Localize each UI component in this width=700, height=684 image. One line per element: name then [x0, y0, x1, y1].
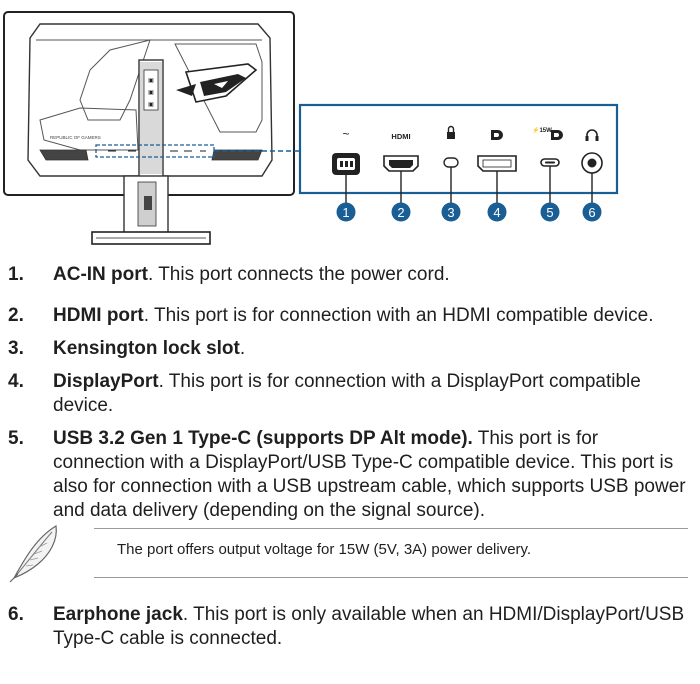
- brand-text: REPUBLIC OF GAMERS: [50, 135, 101, 140]
- svg-text:5: 5: [546, 205, 553, 220]
- hdmi-label: HDMI: [391, 132, 410, 141]
- callout-5: 5: [540, 202, 560, 222]
- kensington-slot: [443, 157, 459, 168]
- svg-text:2: 2: [397, 205, 404, 220]
- item-description: . This port is for connection with an HD…: [143, 305, 654, 326]
- headphone-icon: [585, 129, 599, 141]
- item-text: Earphone jack. This port is only availab…: [53, 603, 693, 651]
- callout-6: 6: [582, 202, 602, 222]
- usbc-power-label: ⚡15W: [532, 126, 552, 134]
- item-title: AC-IN port: [53, 264, 148, 285]
- callout-1: 1: [336, 202, 356, 222]
- item-description: . This port is only available when an HD…: [53, 604, 685, 649]
- callout-4: 4: [487, 202, 507, 222]
- ac-in-port: [332, 153, 360, 175]
- kensington-lock-icon: [447, 125, 455, 139]
- usbc-dp-icon: [551, 130, 563, 140]
- usbc-port: [540, 158, 560, 167]
- item-description: This port is for connection with a Displ…: [53, 428, 686, 521]
- item-number: 4.: [8, 371, 24, 392]
- svg-text:▣: ▣: [148, 102, 154, 108]
- item-description: . This port is for connection with a Dis…: [53, 371, 641, 416]
- svg-text:▣: ▣: [148, 90, 154, 96]
- item-number: 1.: [8, 264, 24, 285]
- displayport-port: [477, 155, 517, 172]
- note-box: The port offers output voltage for 15W (…: [0, 520, 700, 586]
- item-number: 3.: [8, 338, 24, 359]
- rog-logo: [176, 63, 258, 103]
- item-description: . This port connects the power cord.: [147, 264, 450, 285]
- item-text: USB 3.2 Gen 1 Type-C (supports DP Alt mo…: [53, 427, 693, 523]
- svg-text:▣: ▣: [148, 78, 154, 84]
- item-text: DisplayPort. This port is for connection…: [53, 370, 693, 418]
- earphone-jack: [581, 152, 603, 174]
- callout-3: 3: [441, 202, 461, 222]
- ac-symbol: ~: [342, 127, 349, 141]
- item-title: USB 3.2 Gen 1 Type-C (supports DP Alt mo…: [53, 428, 473, 449]
- item-description: .: [239, 338, 246, 359]
- svg-text:6: 6: [588, 205, 595, 220]
- feather-icon: [9, 525, 57, 583]
- item-number: 5.: [8, 428, 24, 449]
- item-title: Kensington lock slot: [53, 338, 240, 359]
- item-title: Earphone jack: [53, 604, 183, 625]
- item-number: 2.: [8, 305, 24, 326]
- monitor-rear-port-diagram: ▣ ▣ ▣ REPUBLIC OF GAMERS ~ HDMI ⚡15W: [3, 11, 619, 245]
- note-text: The port offers output voltage for 15W (…: [117, 541, 532, 558]
- svg-text:3: 3: [447, 205, 454, 220]
- note-rule-bottom: [94, 577, 688, 578]
- displayport-icon: [491, 130, 503, 140]
- item-title: DisplayPort: [53, 371, 159, 392]
- note-rule-top: [94, 528, 688, 529]
- item-number: 6.: [8, 604, 24, 625]
- item-title: HDMI port: [53, 305, 144, 326]
- hdmi-port: [383, 155, 419, 172]
- item-text: AC-IN port. This port connects the power…: [53, 263, 693, 287]
- item-text: HDMI port. This port is for connection w…: [53, 304, 693, 328]
- port-panel: [298, 103, 619, 195]
- callout-2: 2: [391, 202, 411, 222]
- svg-text:1: 1: [342, 205, 349, 220]
- svg-text:4: 4: [493, 205, 500, 220]
- item-text: Kensington lock slot.: [53, 337, 693, 361]
